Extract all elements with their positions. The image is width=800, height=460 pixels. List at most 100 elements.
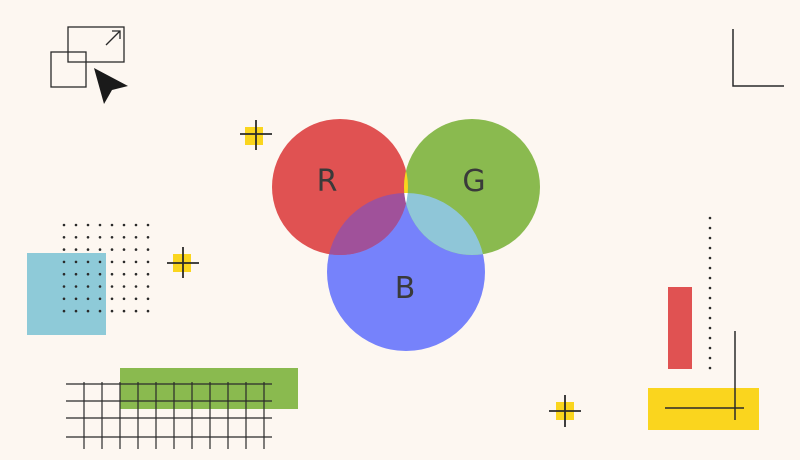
line-dot xyxy=(708,336,712,340)
grid-dot xyxy=(98,248,102,251)
grid-dot xyxy=(134,309,138,313)
grid-dot xyxy=(122,272,126,276)
grid-dot xyxy=(110,260,114,264)
grid-dot xyxy=(86,272,90,276)
line-dot xyxy=(708,216,712,220)
grid-dot xyxy=(134,248,138,251)
grid-dot xyxy=(134,285,138,288)
line-dot xyxy=(708,276,712,280)
line-dot xyxy=(708,346,712,350)
grid-dot xyxy=(110,297,114,301)
line-dot xyxy=(708,326,712,330)
grid-dot xyxy=(74,285,78,288)
grid-dot xyxy=(86,309,90,313)
grid-dot xyxy=(146,297,150,301)
dot-grid xyxy=(62,223,150,313)
grid-dot xyxy=(62,272,66,276)
grid-dot xyxy=(110,285,114,288)
sparkle-plus-1 xyxy=(240,120,272,150)
grid-dot xyxy=(122,297,126,301)
line-dot xyxy=(708,316,712,320)
grid-dot xyxy=(62,285,66,288)
grid-dot xyxy=(62,223,66,227)
grid-dot xyxy=(122,260,126,264)
grid-dot xyxy=(98,260,102,264)
cursor-icon xyxy=(94,68,128,104)
grid-dot xyxy=(134,272,138,276)
grid-dot xyxy=(86,260,90,264)
line-dot xyxy=(708,266,712,270)
grid-dot xyxy=(98,309,102,313)
corner-bracket xyxy=(732,29,784,87)
label-r: R xyxy=(317,164,338,199)
grid-dot xyxy=(146,248,150,251)
green-blue-overlap xyxy=(404,193,485,255)
red-blue-overlap xyxy=(327,193,408,255)
line-dot xyxy=(708,356,712,360)
line-dot xyxy=(708,226,712,230)
resize-icon xyxy=(50,26,125,88)
rgb-venn-diagram: R G B xyxy=(272,119,540,351)
dotted-line xyxy=(708,216,712,370)
sparkle-plus-2 xyxy=(167,247,199,278)
grid-dot xyxy=(146,285,150,288)
line-dot xyxy=(708,306,712,310)
grid-dot xyxy=(98,297,102,301)
grid-dot xyxy=(134,236,138,239)
grid-dot xyxy=(74,309,78,313)
grid-dot xyxy=(62,260,66,264)
grid-dot xyxy=(98,285,102,288)
grid-dot xyxy=(86,285,90,288)
line-dot xyxy=(708,296,712,300)
grid-dot xyxy=(134,297,138,301)
grid-dot xyxy=(122,223,126,227)
grid-dot xyxy=(146,236,150,239)
grid-dot xyxy=(74,272,78,276)
label-b: B xyxy=(395,271,416,306)
line-dot xyxy=(708,236,712,240)
label-g: G xyxy=(462,164,485,199)
line-dot xyxy=(708,246,712,250)
blue-square xyxy=(27,253,106,335)
grid-dot xyxy=(98,223,102,227)
grid-dot xyxy=(98,236,102,239)
grid-dot xyxy=(146,260,150,264)
line-dot xyxy=(708,256,712,260)
grid-dot xyxy=(62,297,66,301)
grid-dot xyxy=(86,223,90,227)
line-grid xyxy=(66,382,272,449)
grid-dot xyxy=(74,297,78,301)
line-dot xyxy=(708,366,712,370)
grid-dot xyxy=(122,236,126,239)
line-dot xyxy=(708,286,712,290)
grid-dot xyxy=(122,285,126,288)
grid-dot xyxy=(86,248,90,251)
grid-dot xyxy=(110,309,114,313)
grid-dot xyxy=(122,309,126,313)
grid-dot xyxy=(134,223,138,227)
red-bar xyxy=(668,287,692,369)
grid-dot xyxy=(146,272,150,276)
grid-dot xyxy=(86,236,90,239)
grid-dot xyxy=(122,248,126,251)
sparkle-plus-3 xyxy=(549,395,581,427)
grid-dot xyxy=(110,272,114,276)
grid-dot xyxy=(62,309,66,313)
grid-dot xyxy=(110,248,114,251)
grid-dot xyxy=(62,248,66,251)
green-bar xyxy=(120,368,298,409)
grid-dot xyxy=(134,260,138,264)
grid-dot xyxy=(98,272,102,276)
grid-dot xyxy=(74,236,78,239)
grid-dot xyxy=(146,309,150,313)
grid-dot xyxy=(86,297,90,301)
grid-dot xyxy=(110,236,114,239)
grid-dot xyxy=(74,248,78,251)
grid-dot xyxy=(110,223,114,227)
grid-dot xyxy=(74,260,78,264)
grid-dot xyxy=(62,236,66,239)
yellow-bar xyxy=(648,388,759,430)
grid-dot xyxy=(74,223,78,227)
grid-dot xyxy=(146,223,150,227)
